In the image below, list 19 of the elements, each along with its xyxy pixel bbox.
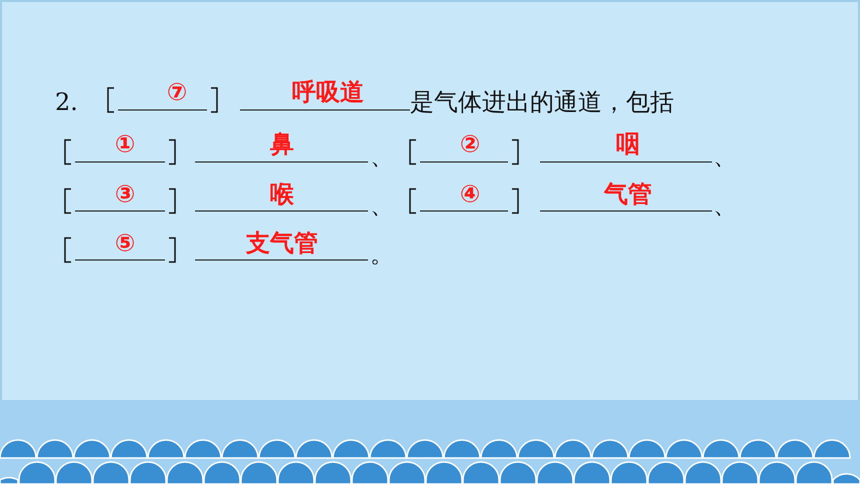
- question-text: 是气体进出的通道，包括: [410, 88, 674, 116]
- question-number: 2.: [55, 88, 78, 116]
- answer-text: 气管: [604, 180, 652, 208]
- punctuation: 、: [713, 191, 737, 219]
- answer-text: 支气管: [246, 229, 318, 257]
- answer-number: ⑤: [114, 229, 136, 257]
- answer-text: 咽: [616, 130, 640, 158]
- punctuation: 、: [370, 142, 394, 170]
- answer-text: 喉: [270, 180, 294, 208]
- answer-number: ⑦: [166, 78, 188, 106]
- answer-number: ①: [114, 130, 136, 158]
- punctuation: 、: [370, 191, 394, 219]
- punctuation: 、: [713, 142, 737, 170]
- answer-number: ④: [460, 180, 480, 208]
- answer-number: ②: [460, 130, 480, 158]
- answer-number: ③: [114, 180, 136, 208]
- answer-text: 鼻: [270, 130, 294, 158]
- punctuation: 。: [370, 240, 394, 268]
- answer-text: 呼吸道: [292, 78, 364, 106]
